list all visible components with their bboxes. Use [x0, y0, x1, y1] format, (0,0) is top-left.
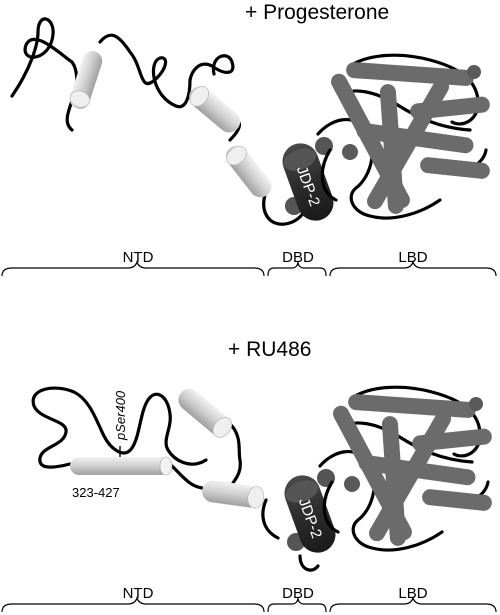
lbd-label: LBD [398, 249, 427, 266]
panel-progesterone: + Progesterone JDP-2 [1, 1, 497, 277]
lbd-brace [329, 260, 497, 277]
panel-ru486: + RU486 pSer400 323-427 JDP-2 [1, 338, 497, 613]
lbd-fold [318, 385, 492, 552]
jdp2-cylinder: JDP-2 [284, 475, 336, 553]
ntd-chain [10, 17, 192, 132]
ntd-chain-lower [170, 464, 320, 572]
phospho-site-label: pSer400 [113, 390, 128, 441]
lbd-brace [329, 596, 497, 613]
ntd-helix-323-427 [70, 456, 173, 476]
dbd-label: DBD [282, 249, 314, 266]
ntd-helix-3 [226, 145, 272, 198]
ntd-chain-loop [188, 54, 235, 82]
lbd-label: LBD [398, 585, 427, 602]
condition-title: + Progesterone [245, 1, 389, 24]
ntd-helix-2 [189, 86, 241, 133]
ntd-brace [1, 260, 265, 277]
ntd-label: NTD [123, 585, 154, 602]
condition-title: + RU486 [228, 338, 311, 361]
ntd-helix-3 [202, 480, 265, 509]
lbd-fold [316, 53, 490, 220]
ntd-helix-1 [69, 50, 103, 110]
ntd-helix-2 [178, 388, 233, 438]
dbd-brace [267, 597, 327, 613]
jdp2-cylinder: JDP-2 [282, 143, 334, 221]
ntd-label: NTD [123, 249, 154, 266]
dbd-label: DBD [282, 585, 314, 602]
ntd-brace [1, 596, 265, 613]
region-label: 323-427 [72, 485, 120, 500]
ntd-chain [31, 386, 242, 490]
dbd-brace [267, 261, 327, 277]
